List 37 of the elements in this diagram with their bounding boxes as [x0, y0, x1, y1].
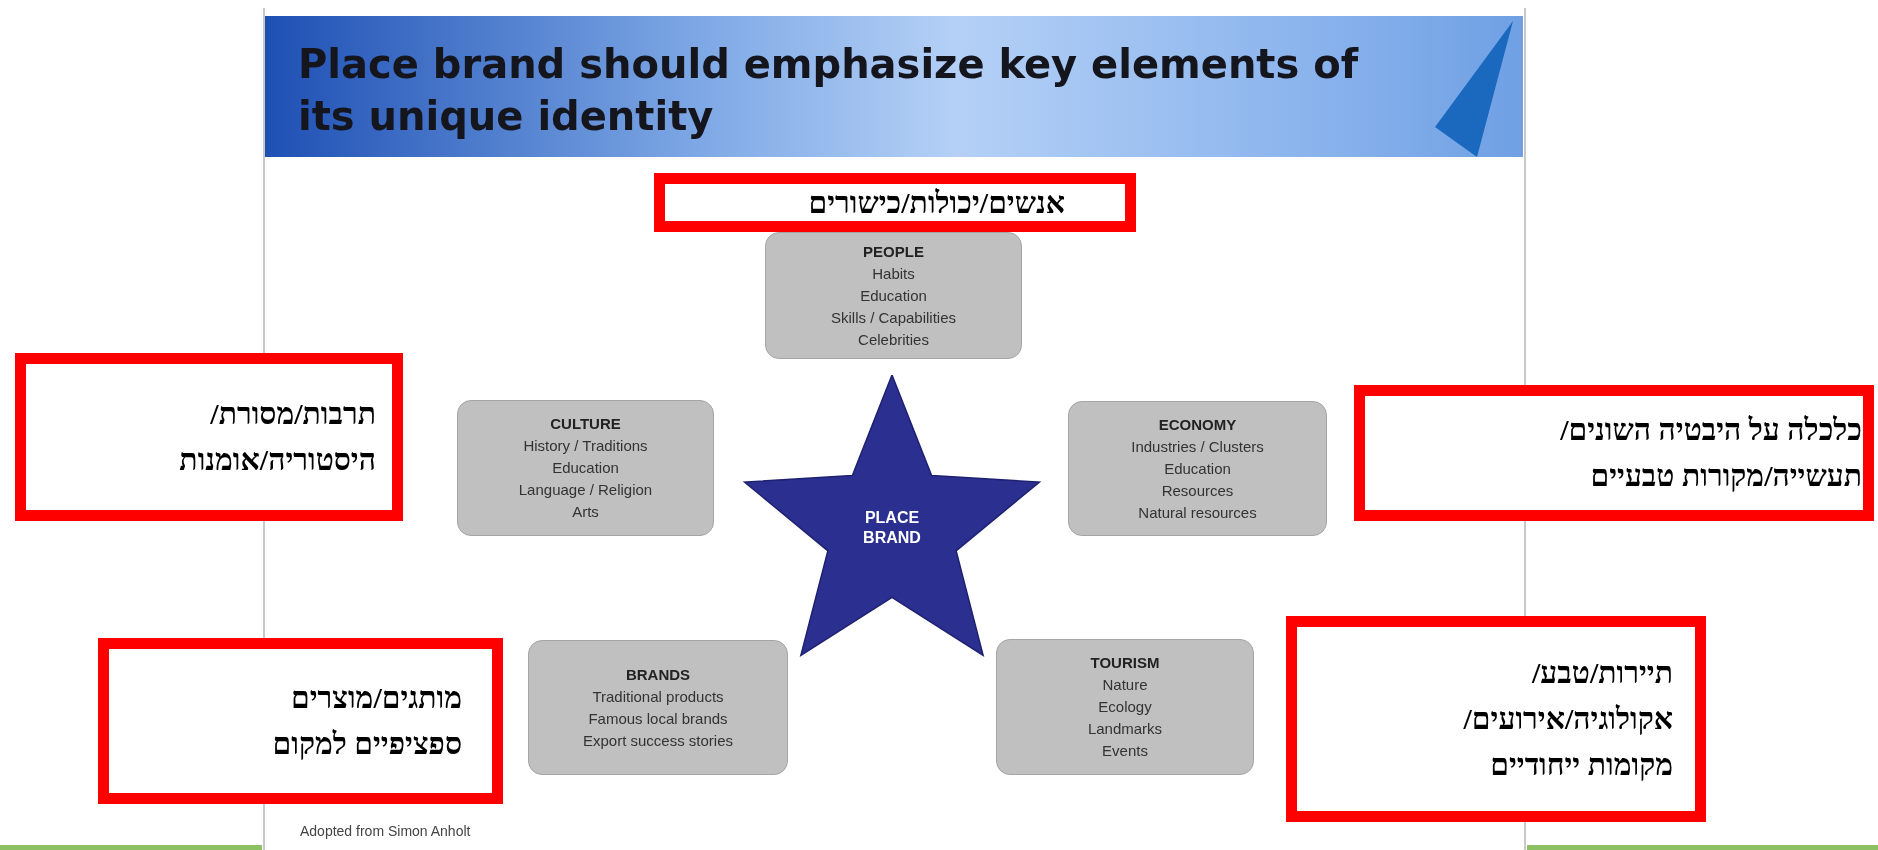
box-item: Industries / Clusters: [1131, 436, 1264, 457]
box-item: Habits: [872, 263, 915, 284]
callout-box: תרבות/מסורת/ היסטוריה/אומנות: [15, 353, 403, 521]
box-item: Events: [1102, 741, 1148, 761]
box-heading: TOURISM: [1090, 653, 1160, 673]
box-item: Nature: [1102, 675, 1148, 695]
box-item: Ecology: [1098, 697, 1152, 717]
category-box: [996, 639, 1254, 775]
box-heading: CULTURE: [550, 414, 621, 434]
source-note: Adopted from Simon Anholt: [300, 822, 471, 840]
box-item: Education: [860, 285, 927, 306]
callout-box: אנשים/יכולות/כישורים: [654, 173, 1136, 232]
box-item: Resources: [1161, 480, 1234, 501]
box-item: Natural resources: [1138, 502, 1257, 523]
box-item: Arts: [572, 502, 599, 522]
category-box: [528, 640, 788, 775]
callout-box: תיירות/טבע/ אקולוגיה/אירועים/ מקומות ייחודיים: [1286, 616, 1706, 822]
box-item: Famous local brands: [588, 708, 728, 729]
box-heading: PEOPLE: [863, 241, 924, 262]
star-label: PLACE BRAND: [862, 508, 922, 548]
box-item: Celebrities: [858, 329, 929, 350]
box-item: Education: [552, 458, 619, 478]
box-heading: BRANDS: [625, 664, 691, 685]
category-box: [457, 400, 714, 536]
box-item: Education: [1164, 458, 1231, 479]
box-item: Skills / Capabilities: [830, 307, 956, 328]
box-heading: ECONOMY: [1158, 414, 1237, 435]
category-box: [1068, 401, 1327, 536]
category-box: [765, 232, 1022, 359]
box-item: Landmarks: [1087, 719, 1163, 739]
box-item: Language / Religion: [518, 480, 653, 500]
title-text: Place brand should emphasize key elements of its unique identity: [298, 40, 1360, 141]
box-item: Traditional products: [592, 686, 724, 707]
callout-box: כלכלה על היבטיה השונים/ תעשייה/מקורות טבעיים: [1354, 385, 1874, 521]
callout-box: מותגים/מוצרים ספציפיים למקום: [98, 638, 503, 804]
box-item: History / Traditions: [523, 436, 648, 456]
box-item: Export success stories: [582, 730, 734, 751]
